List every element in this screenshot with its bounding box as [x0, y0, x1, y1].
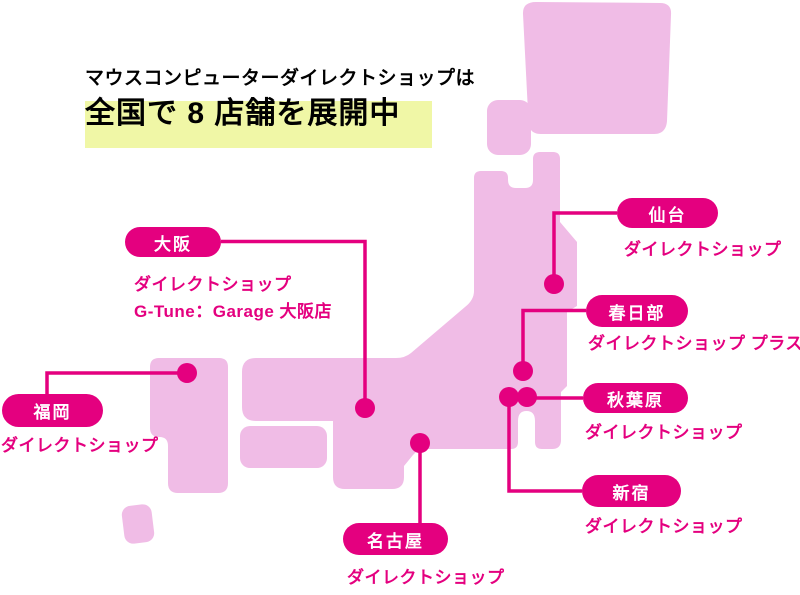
honshu-shape	[242, 152, 577, 489]
hokkaido-peninsula-shape	[487, 100, 531, 155]
city-pill-akihabara: 秋葉原	[583, 383, 688, 413]
hokkaido-shape	[522, 2, 672, 134]
location-dot-fukuoka	[177, 363, 197, 383]
shop-type-label-shinjuku: ダイレクトショップ	[585, 517, 743, 536]
location-dot-nagoya	[410, 433, 430, 453]
page-title: マウスコンピューターダイレクトショップは 全国で 8 店舗を展開中	[85, 66, 476, 148]
city-pill-osaka: 大阪	[125, 227, 221, 257]
city-pill-sendai: 仙台	[617, 198, 718, 228]
connector-osaka	[221, 239, 367, 408]
shop-type-label-sendai: ダイレクトショップ	[624, 240, 782, 259]
shop-type-label-osaka: ダイレクトショップ	[134, 275, 292, 294]
title-highlight-bar	[85, 101, 432, 148]
shop-type-label-fukuoka: ダイレクトショップ	[1, 436, 159, 455]
okinawa-shape	[121, 504, 155, 544]
shop-type-label-akihabara: ダイレクトショップ	[585, 423, 743, 442]
shop-type-label-nagoya: ダイレクトショップ	[347, 568, 505, 587]
connector-shinjuku	[507, 397, 582, 493]
city-pill-fukuoka: 福岡	[2, 394, 103, 427]
connector-sendai	[552, 211, 617, 284]
city-pill-shinjuku: 新宿	[582, 475, 681, 507]
shop-name-label-osaka-gtune: G-Tune：Garage 大阪店	[134, 302, 333, 321]
shikoku-shape	[240, 426, 327, 468]
location-dot-sendai	[544, 274, 564, 294]
location-dot-osaka	[355, 398, 375, 418]
kyushu-shape	[150, 358, 228, 493]
city-pill-nagoya: 名古屋	[343, 523, 448, 555]
connector-fukuoka	[45, 371, 187, 394]
shop-type-label-kasukabe: ダイレクトショップ プラス	[588, 334, 800, 353]
location-dot-akihabara	[517, 387, 537, 407]
title-line2: 全国で 8 店舗を展開中	[85, 97, 401, 130]
connector-kasukabe	[521, 308, 586, 371]
city-pill-kasukabe: 春日部	[586, 295, 688, 327]
location-dot-shinjuku	[499, 387, 519, 407]
title-line1: マウスコンピューターダイレクトショップは	[85, 68, 476, 89]
location-dot-kasukabe	[513, 361, 533, 381]
